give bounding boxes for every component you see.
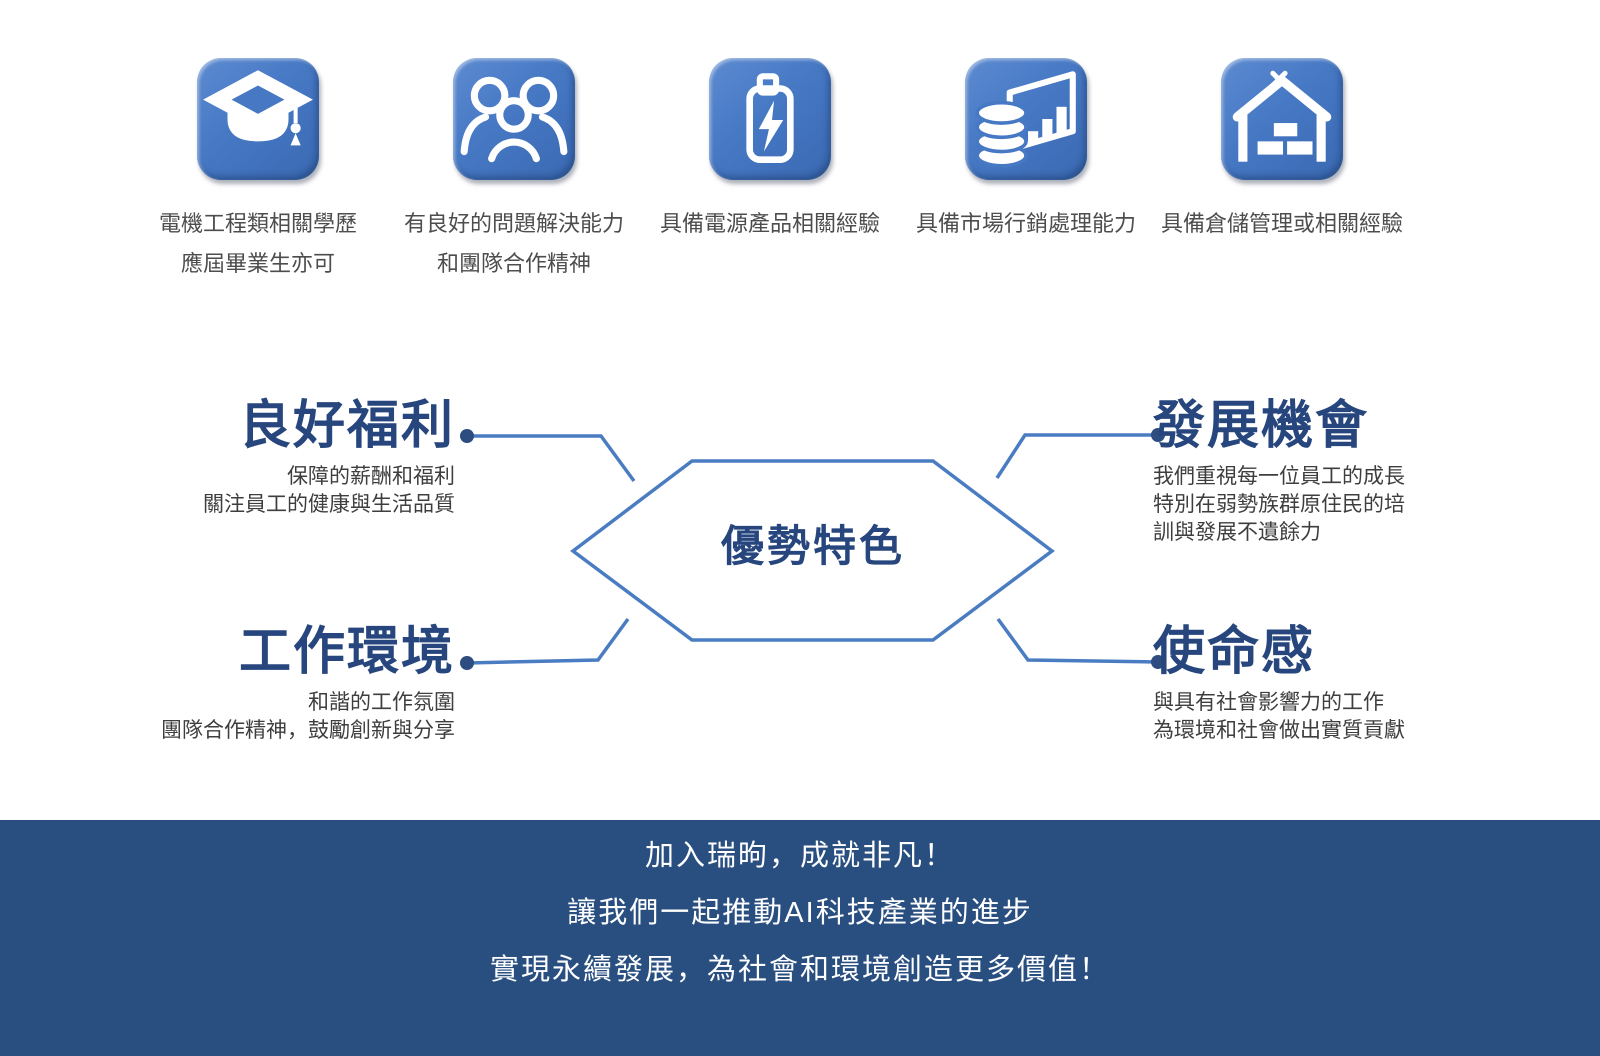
subtext-line: 我們重視每一位員工的成長 <box>1153 465 1405 488</box>
team-icon <box>453 58 575 180</box>
caption-line: 有良好的問題解決能力 <box>403 211 624 236</box>
branch-subtext: 和諧的工作氛圍 團隊合作精神，鼓勵創新與分享 <box>35 689 455 745</box>
graduation-cap-icon <box>197 58 319 180</box>
requirement-caption: 具備電源產品相關經驗 <box>660 204 880 244</box>
battery-power-icon <box>709 58 831 180</box>
branch-mission: 使命感 與具有社會影響力的工作 為環境和社會做出實質貢獻 <box>1153 622 1583 745</box>
requirement-item: 具備電源產品相關經驗 <box>642 58 898 284</box>
requirement-item: 電機工程類相關學歷 應屆畢業生亦可 <box>130 58 386 284</box>
branch-title: 良好福利 <box>238 397 455 455</box>
requirement-caption: 具備市場行銷處理能力 <box>916 204 1136 244</box>
footer-slogan-line: 實現永續發展，為社會和環境創造更多價值！ <box>489 954 1110 986</box>
diagram-center-title: 優勢特色 <box>721 523 905 571</box>
caption-line: 具備市場行銷處理能力 <box>915 211 1136 236</box>
marketing-chart-icon <box>965 58 1087 180</box>
requirement-item: 具備市場行銷處理能力 <box>898 58 1154 284</box>
branch-title: 發展機會 <box>1153 397 1370 455</box>
caption-line: 電機工程類相關學歷 <box>158 211 357 236</box>
footer-slogan-line: 讓我們一起推動AI科技產業的進步 <box>567 897 1033 929</box>
subtext-line: 和諧的工作氛圍 <box>308 691 455 714</box>
requirement-item: 具備倉儲管理或相關經驗 <box>1154 58 1410 284</box>
caption-line: 具備電源產品相關經驗 <box>659 211 880 236</box>
branch-development: 發展機會 我們重視每一位員工的成長 特別在弱勢族群原住民的培 訓與發展不遺餘力 <box>1153 396 1583 547</box>
requirement-item: 有良好的問題解決能力 和團隊合作精神 <box>386 58 642 284</box>
subtext-line: 保障的薪酬和福利 <box>287 465 455 488</box>
branch-benefits: 良好福利 保障的薪酬和福利 關注員工的健康與生活品質 <box>35 396 455 519</box>
requirement-caption: 電機工程類相關學歷 應屆畢業生亦可 <box>159 204 357 284</box>
subtext-line: 為環境和社會做出實質貢獻 <box>1153 719 1405 742</box>
caption-line: 和團隊合作精神 <box>436 251 591 276</box>
subtext-line: 關注員工的健康與生活品質 <box>203 493 455 516</box>
subtext-line: 團隊合作精神，鼓勵創新與分享 <box>161 719 455 742</box>
branch-subtext: 保障的薪酬和福利 關注員工的健康與生活品質 <box>35 463 455 519</box>
requirements-row: 電機工程類相關學歷 應屆畢業生亦可 有良好的問題解決能力 和團隊合作精神 <box>130 58 1410 284</box>
requirement-caption: 有良好的問題解決能力 和團隊合作精神 <box>404 204 624 284</box>
caption-line: 應屆畢業生亦可 <box>180 251 335 276</box>
branch-subtext: 與具有社會影響力的工作 為環境和社會做出實質貢獻 <box>1153 689 1583 745</box>
requirement-caption: 具備倉儲管理或相關經驗 <box>1161 204 1403 244</box>
branch-title: 使命感 <box>1153 623 1316 681</box>
footer-slogan-line: 加入瑞昫，成就非凡！ <box>644 840 955 872</box>
branch-subtext: 我們重視每一位員工的成長 特別在弱勢族群原住民的培 訓與發展不遺餘力 <box>1153 463 1583 547</box>
branch-work-environment: 工作環境 和諧的工作氛圍 團隊合作精神，鼓勵創新與分享 <box>35 622 455 745</box>
warehouse-icon <box>1221 58 1343 180</box>
footer-banner: 加入瑞昫，成就非凡！ 讓我們一起推動AI科技產業的進步 實現永續發展，為社會和環… <box>0 820 1600 1056</box>
subtext-line: 與具有社會影響力的工作 <box>1153 691 1384 714</box>
subtext-line: 特別在弱勢族群原住民的培 <box>1153 493 1405 516</box>
branch-title: 工作環境 <box>238 623 455 681</box>
subtext-line: 訓與發展不遺餘力 <box>1153 521 1321 544</box>
caption-line: 具備倉儲管理或相關經驗 <box>1160 211 1403 236</box>
